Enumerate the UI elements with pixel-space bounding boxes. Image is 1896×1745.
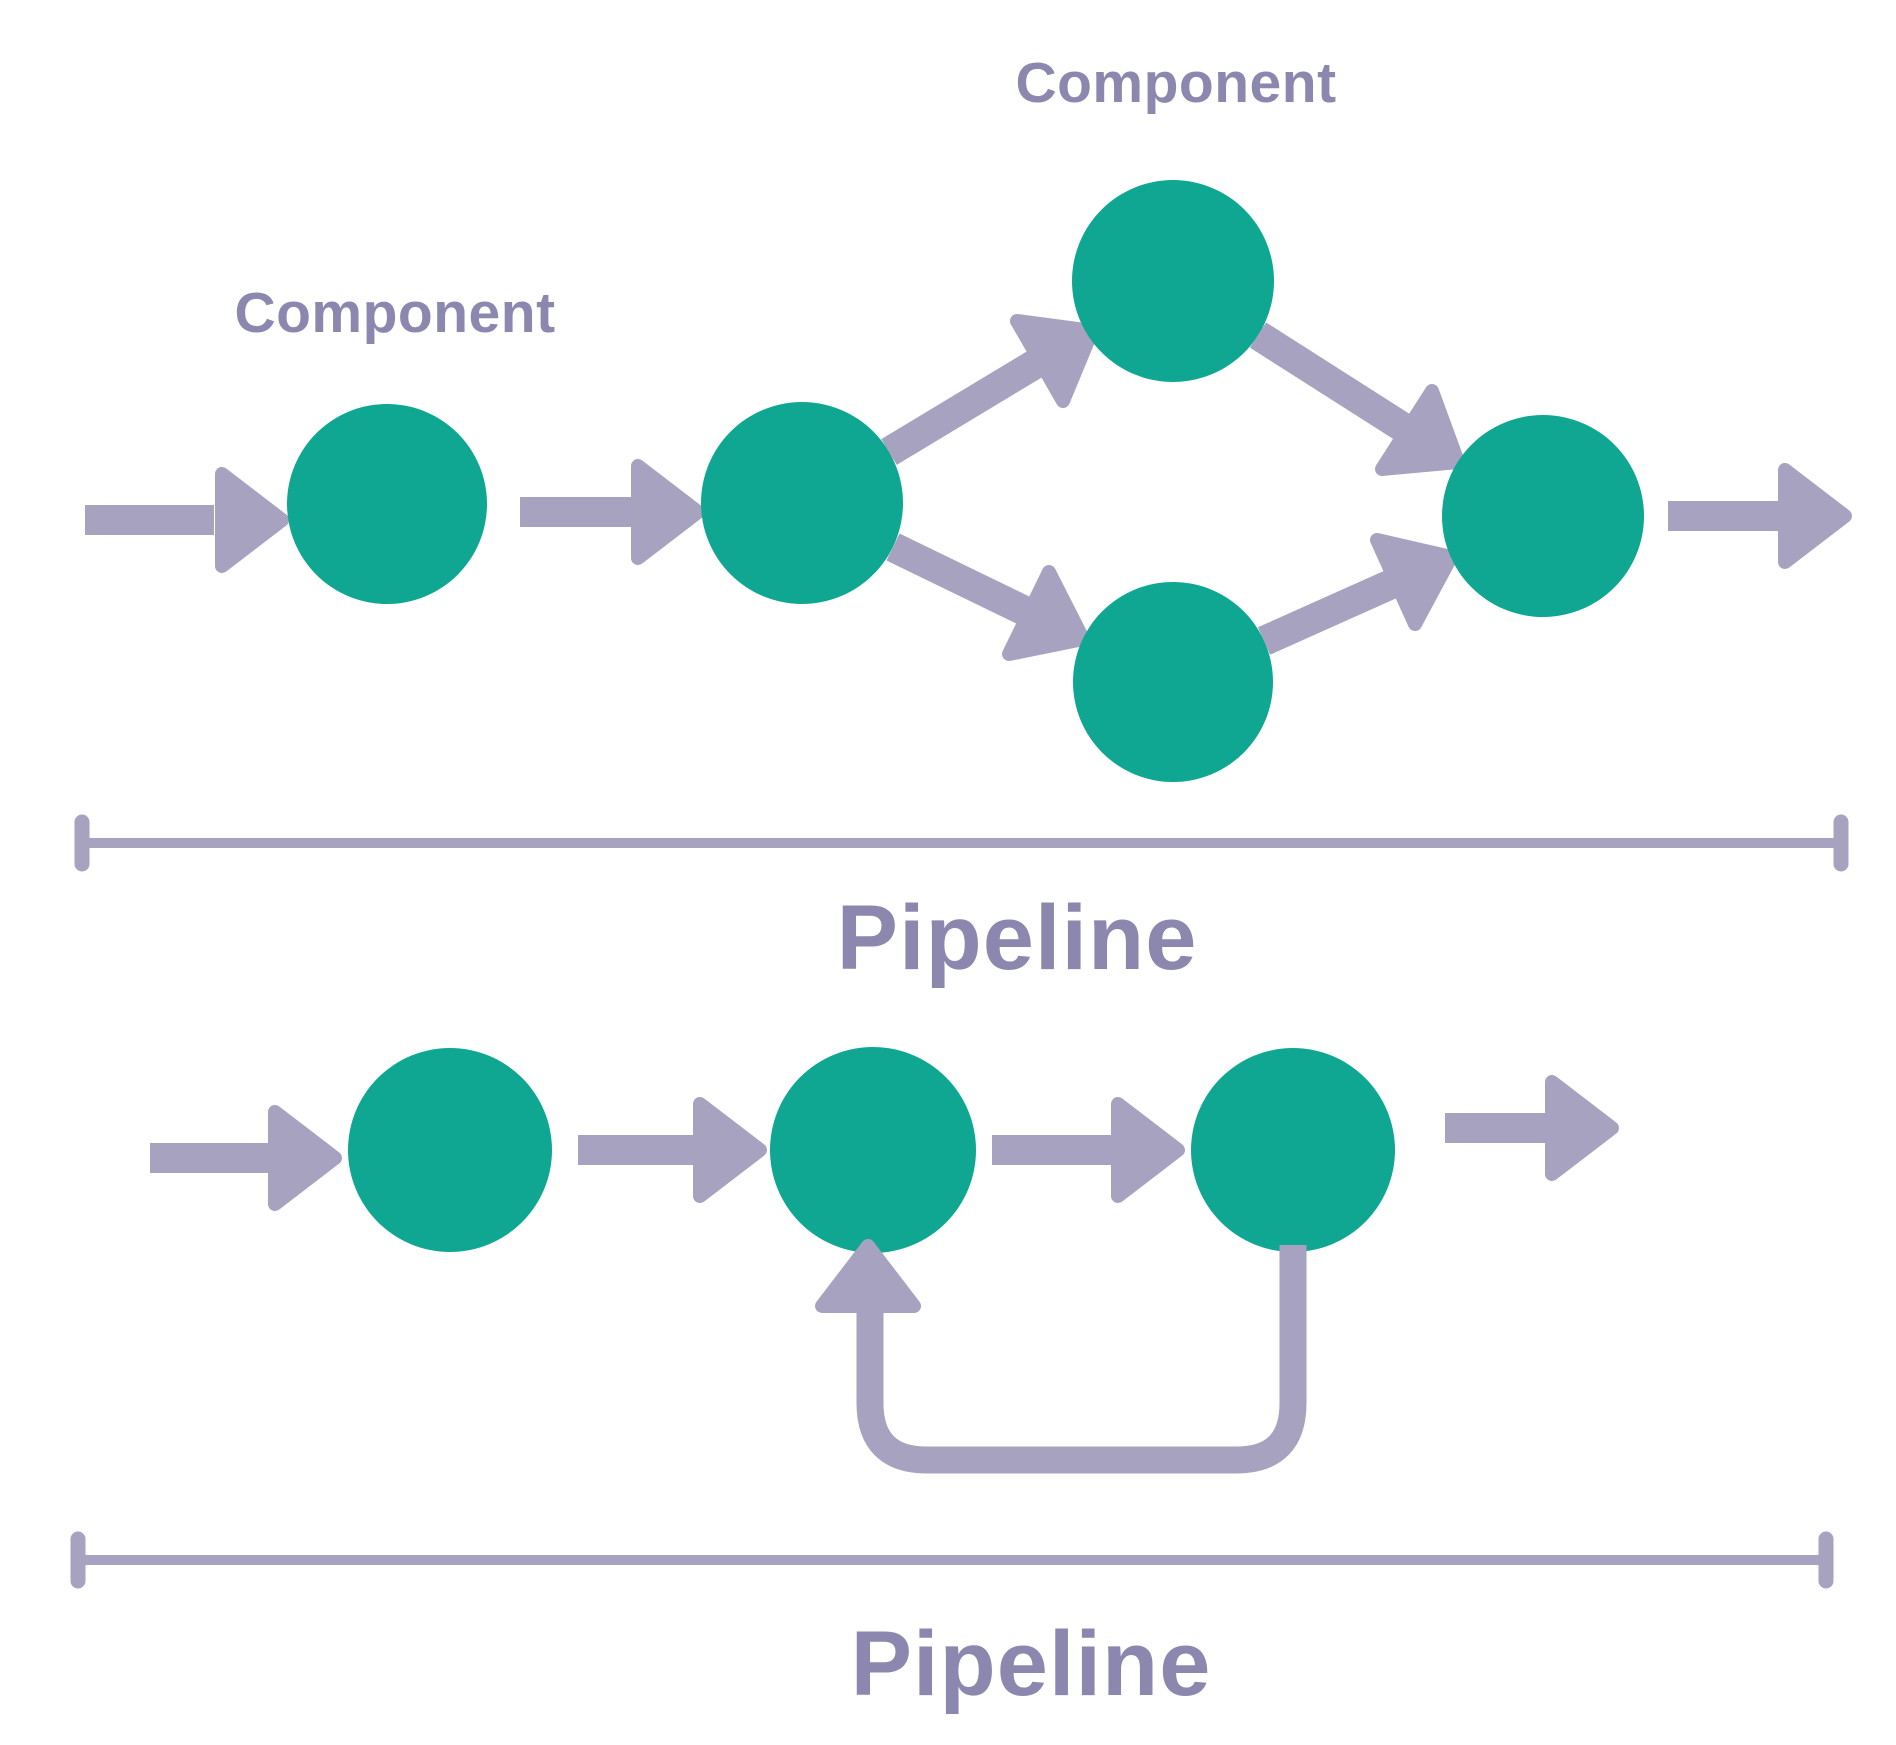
pipeline-label-bottom: Pipeline: [850, 1613, 1212, 1715]
bottom-pipeline-graph: [70, 1047, 1834, 1589]
feedback-loop-arrow: [815, 1239, 1307, 1474]
component-node: [1191, 1048, 1395, 1252]
flow-arrow-merge-bottom: [1257, 533, 1458, 655]
pipeline-bracket: [70, 1531, 1834, 1589]
component-node: [701, 402, 903, 604]
flow-arrow-branch-down: [886, 533, 1090, 661]
component-node: [1072, 180, 1274, 382]
component-node: [348, 1048, 552, 1252]
flow-arrow-input: [150, 1105, 342, 1211]
flow-arrow-output: [1668, 463, 1852, 569]
flow-arrow-merge-top: [1249, 322, 1465, 476]
pipeline-label-top: Pipeline: [836, 887, 1198, 989]
component-node: [1442, 415, 1644, 617]
component-node: [287, 404, 487, 604]
flow-arrow-output: [1445, 1075, 1619, 1181]
flow-arrow: [520, 459, 705, 565]
flow-arrow: [578, 1097, 767, 1203]
flow-arrow-branch-up: [881, 314, 1099, 465]
flow-arrow-input: [85, 467, 289, 573]
pipeline-bracket: [74, 814, 1849, 872]
flow-arrow: [992, 1097, 1185, 1203]
component-label-top: Component: [1015, 51, 1337, 115]
top-pipeline-graph: [74, 180, 1852, 872]
component-node: [770, 1047, 976, 1253]
component-node: [1073, 582, 1273, 782]
component-label-left: Component: [234, 281, 556, 345]
